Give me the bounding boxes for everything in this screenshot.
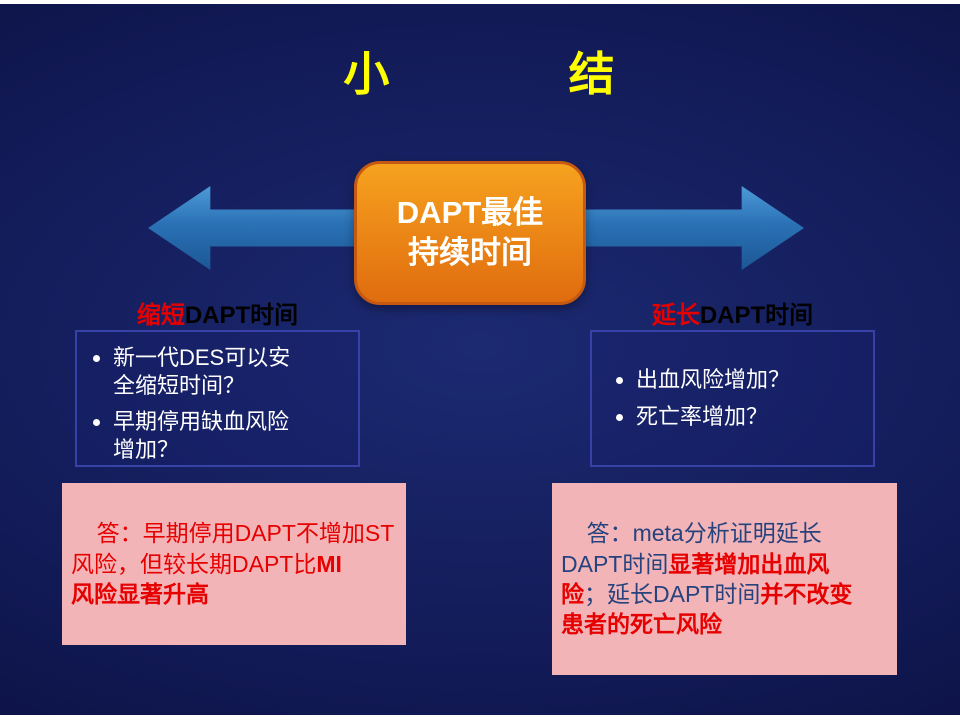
slide-title: 小 结 bbox=[343, 48, 617, 100]
extend-question-box: 出血风险增加？ 死亡率增加？ bbox=[590, 330, 875, 467]
shorten-answer-box: 答：早期停用DAPT不增加ST 风险，但较长期DAPT比MI 风险显著升高 bbox=[62, 483, 406, 645]
slide-edge-top bbox=[0, 0, 960, 4]
extend-dapt-label-highlight: 延长 bbox=[651, 302, 700, 329]
extend-answer-text-1: 答：meta分析证明延长 DAPT时间 bbox=[561, 520, 822, 577]
extend-answer-box: 答：meta分析证明延长 DAPT时间显著增加出血风 险；延长DAPT时间并不改… bbox=[552, 483, 897, 676]
shorten-answer-emphasis: MI 风险显著升高 bbox=[71, 550, 342, 608]
center-topic-line1: DAPT最佳 bbox=[396, 194, 544, 230]
shorten-question-list: 新一代DES可以安 全缩短时间？ 早期停用缺血风险 增加？ bbox=[87, 344, 350, 465]
question-item: 出血风险增加？ bbox=[636, 366, 790, 394]
extend-dapt-label: 延长DAPT时间 bbox=[590, 295, 875, 330]
extend-dapt-label-rest: DAPT时间 bbox=[699, 302, 814, 329]
shorten-answer-text: 答：早期停用DAPT不增加ST 风险，但较长期DAPT比 bbox=[71, 520, 395, 577]
center-topic-box: DAPT最佳 持续时间 bbox=[354, 161, 586, 305]
question-item: 死亡率增加？ bbox=[636, 403, 790, 431]
extend-answer-emphasis-1: 显著增加出血风 险 bbox=[561, 550, 830, 608]
extend-answer-text-2: ；延长DAPT时间 bbox=[584, 581, 761, 608]
extend-answer-emphasis-2: 并不改变 患者的死亡风险 bbox=[561, 581, 853, 638]
slide-edge-bottom bbox=[0, 715, 960, 720]
shorten-question-box: 新一代DES可以安 全缩短时间？ 早期停用缺血风险 增加？ bbox=[75, 330, 360, 467]
center-topic-line2: 持续时间 bbox=[408, 235, 532, 270]
shorten-dapt-label: 缩短DAPT时间 bbox=[75, 295, 360, 330]
question-item: 新一代DES可以安 全缩短时间？ bbox=[113, 344, 350, 400]
shorten-dapt-label-highlight: 缩短 bbox=[136, 302, 185, 329]
question-item: 早期停用缺血风险 增加？ bbox=[113, 408, 350, 464]
shorten-dapt-label-rest: DAPT时间 bbox=[184, 302, 299, 329]
extend-question-list: 出血风险增加？ 死亡率增加？ bbox=[610, 366, 790, 430]
